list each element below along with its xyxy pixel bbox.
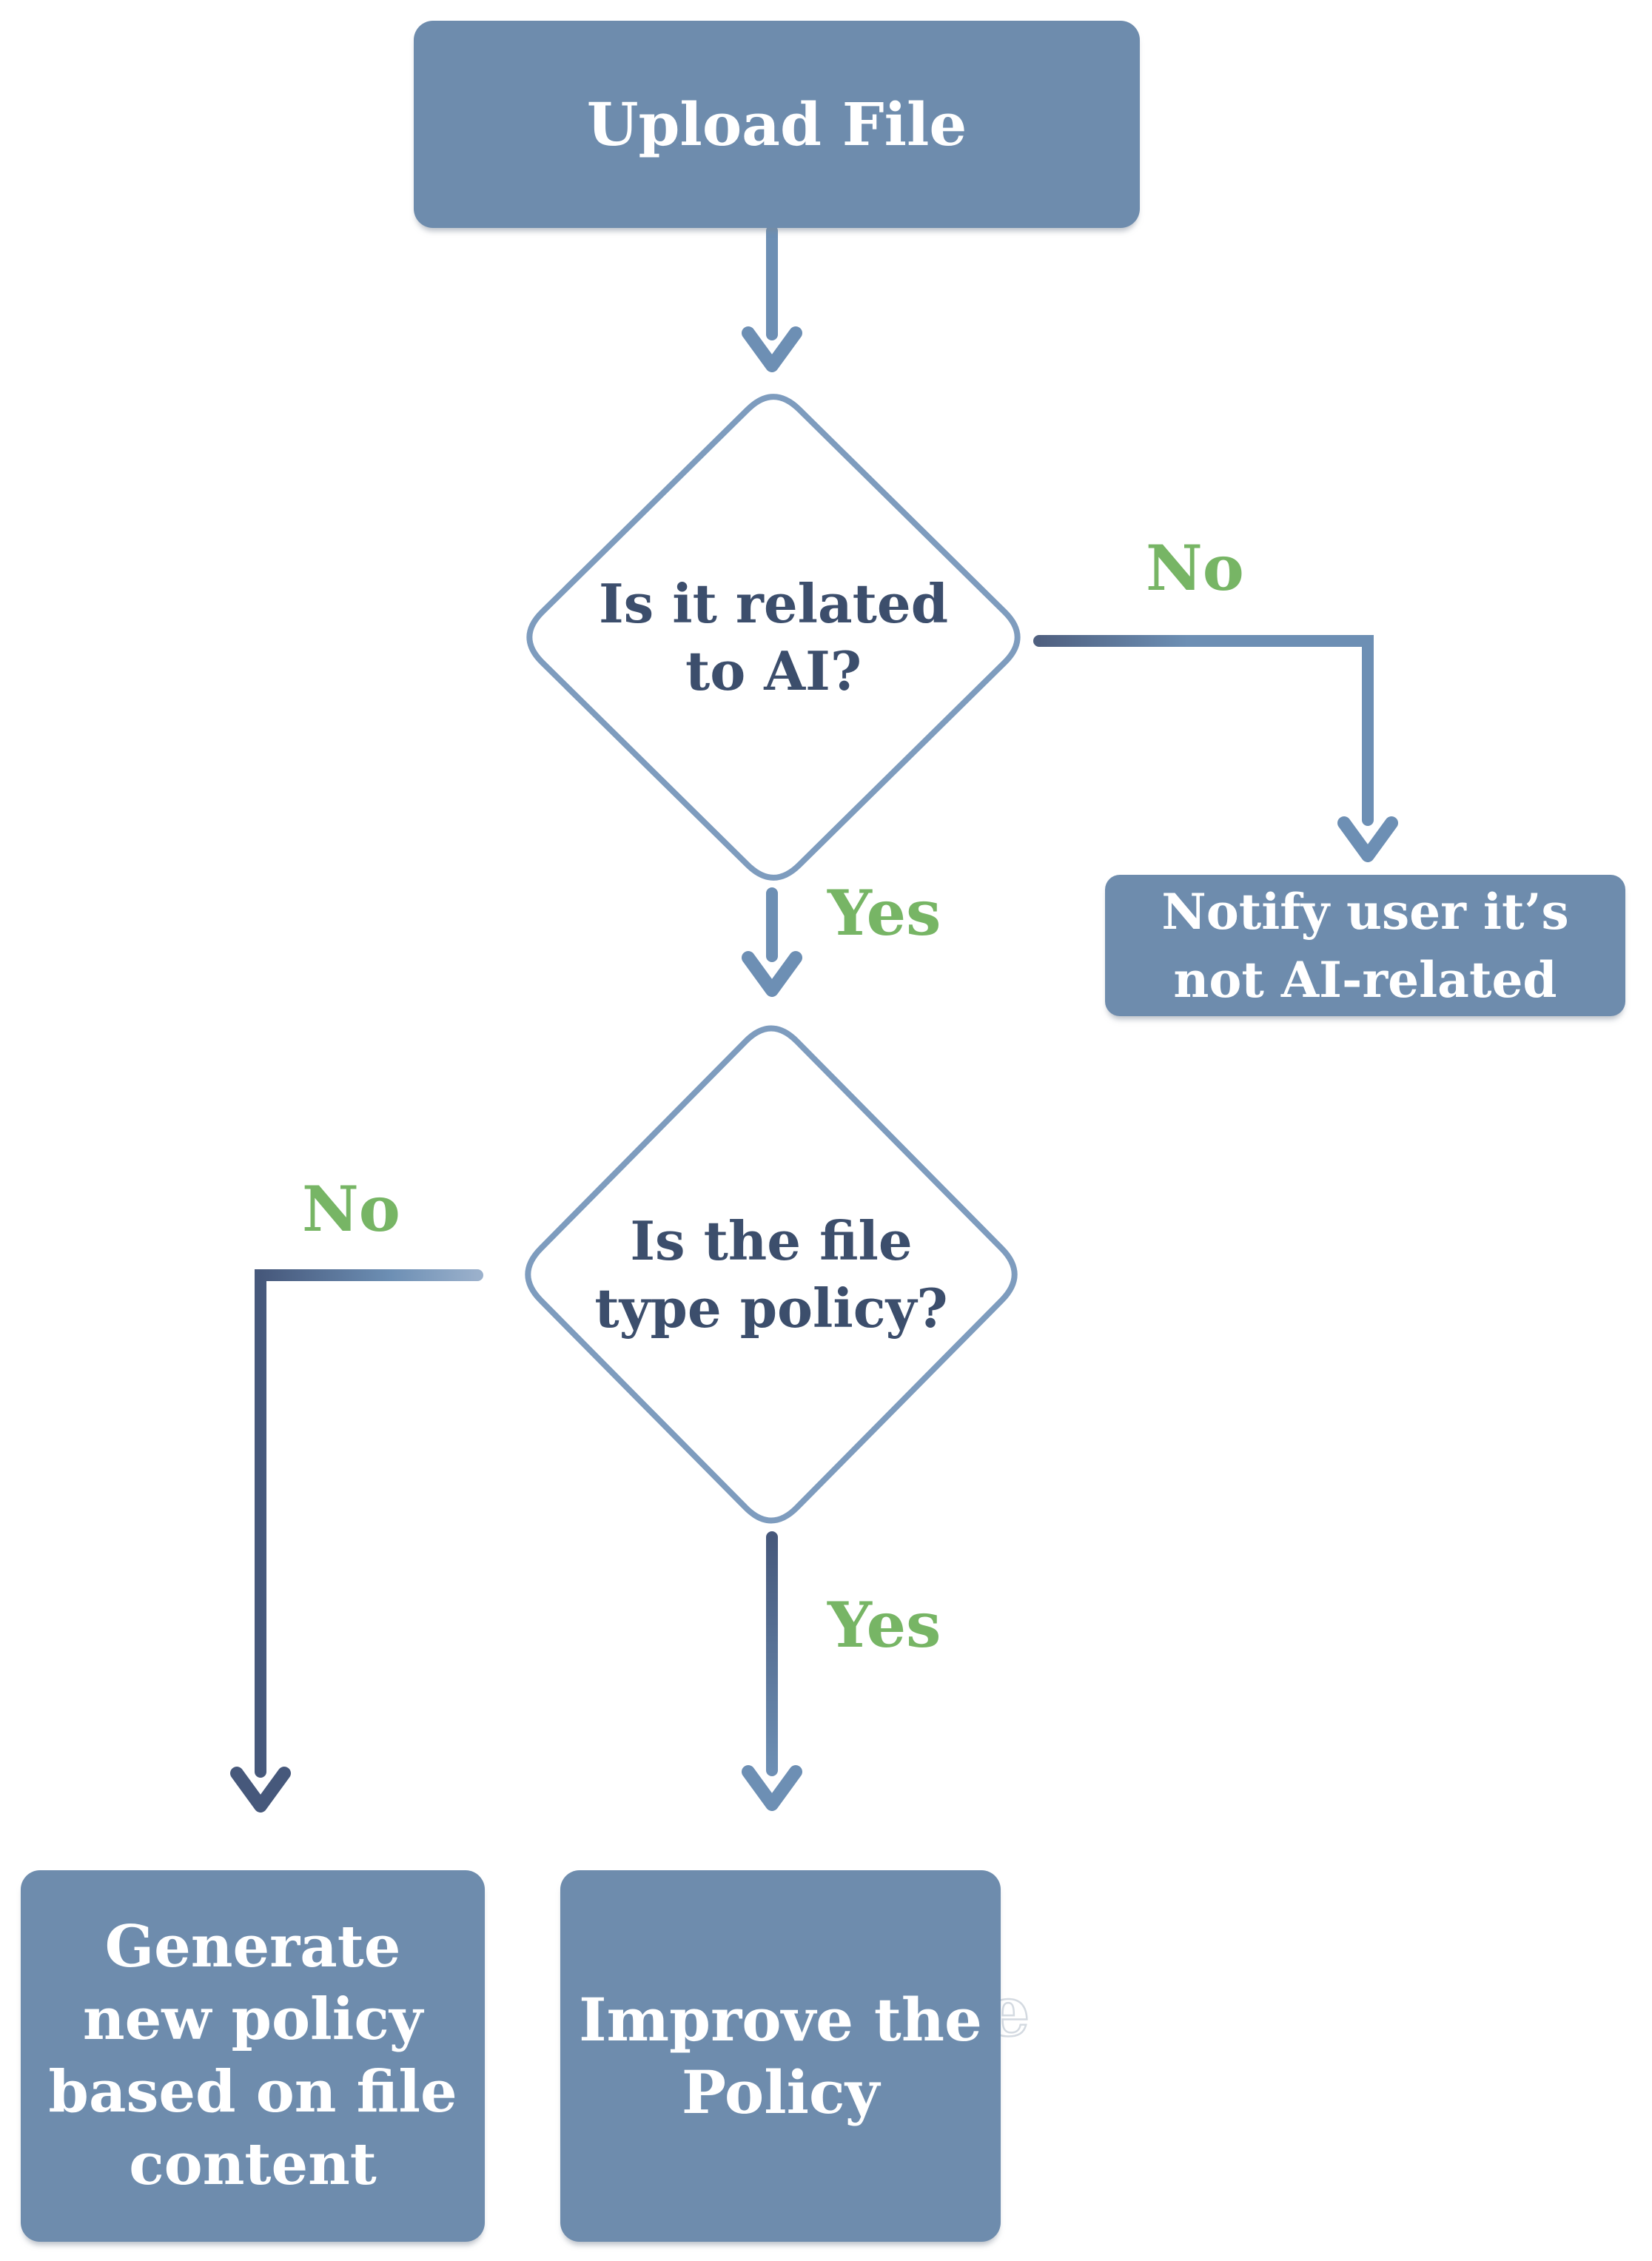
decision-ai-label: Is it related to AI? — [514, 570, 1032, 705]
upload-file-label: Upload File — [586, 90, 967, 159]
improve-policy-node: Improve the Policy — [560, 1870, 1001, 2242]
improve-policy-label-line1: Improve the — [579, 1985, 982, 2055]
notify-user-node: Notify user it’s not AI-related — [1105, 875, 1625, 1016]
generate-policy-label-line3: based on file — [48, 2058, 457, 2126]
branch-label-ai-no: No — [1146, 531, 1244, 605]
generate-policy-label-line4: content — [129, 2131, 377, 2198]
upload-file-node: Upload File — [414, 21, 1140, 228]
generate-policy-node: Generate new policy based on file conten… — [21, 1870, 485, 2242]
arrowhead-down-icon — [742, 951, 802, 997]
decision-policy-label-line2: type policy? — [594, 1277, 948, 1340]
branch-label-policy-yes: Yes — [827, 1588, 941, 1662]
generate-policy-label-line2: new policy — [82, 1986, 423, 2053]
decision-policy-diamond — [525, 1025, 1018, 1524]
generate-policy-label-line1: Generate — [104, 1913, 401, 1981]
decision-ai-diamond — [526, 394, 1021, 881]
branch-label-ai-yes: Yes — [827, 876, 941, 950]
decision-ai-label-line1: Is it related — [598, 572, 949, 635]
notify-user-label-line1: Notify user it’s — [1161, 882, 1569, 941]
arrowhead-down-icon — [742, 1765, 802, 1811]
improve-policy-label-line2: Policy — [681, 2057, 880, 2127]
notify-user-label-line2: not AI-related — [1173, 950, 1557, 1009]
arrowhead-down-icon — [230, 1767, 291, 1813]
branch-label-policy-no: No — [302, 1172, 400, 1246]
branch-ai-no — [1033, 635, 1374, 826]
decision-policy-label: Is the file type policy? — [512, 1207, 1030, 1342]
branch-policy-no — [255, 1269, 483, 1778]
decision-ai-label-line2: to AI? — [685, 639, 862, 702]
decision-policy-label-line1: Is the file — [630, 1209, 913, 1272]
arrowhead-down-icon — [742, 326, 802, 372]
arrowhead-down-icon — [1337, 816, 1398, 862]
